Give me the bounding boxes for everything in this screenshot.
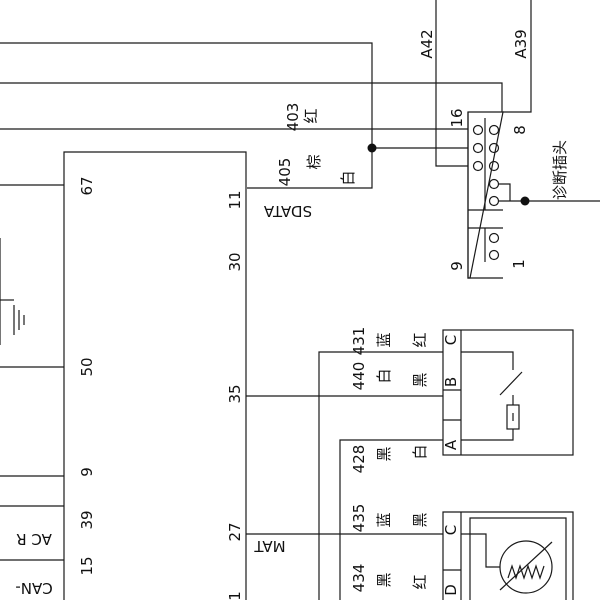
sensor-pin-d: D — [442, 584, 460, 596]
junction-dot — [367, 143, 377, 153]
wire-color-405-b: 白 — [339, 170, 357, 185]
wire-number-440: 440 — [350, 362, 368, 391]
ac-relay-label: AC R — [16, 530, 52, 548]
ecu-box — [63, 151, 247, 600]
wire-color-403: 红 — [302, 108, 320, 123]
diag-connector-pins — [468, 118, 503, 262]
pin-label-15: 15 — [78, 556, 96, 575]
wire-number-435: 435 — [350, 504, 368, 533]
switch-pin-c: C — [442, 335, 460, 345]
wire-color-405-a: 棕 — [305, 154, 323, 169]
sensor-box — [442, 511, 574, 600]
wire-top-to-connector — [0, 82, 503, 112]
pin-label-39: 39 — [78, 510, 96, 529]
diag-pin-8-label: 8 — [511, 125, 529, 135]
wire-color-434-a: 黑 — [375, 572, 393, 587]
thermistor-icon — [461, 533, 553, 594]
sensor-inner-box — [469, 517, 567, 600]
pin-label-67: 67 — [78, 176, 96, 195]
wire-color-440-a: 白 — [375, 368, 393, 383]
wire-color-434-b: 红 — [411, 574, 429, 589]
pin-label-30: 30 — [226, 252, 244, 271]
wire-number-428: 428 — [350, 445, 368, 474]
switch-pin-a: A — [442, 439, 460, 450]
diag-pin-1-label: 1 — [510, 259, 528, 269]
wire-431 — [318, 351, 443, 600]
wire-number-431: 431 — [350, 327, 368, 356]
pin-label-1: 1 — [226, 591, 244, 600]
diag-pin-16-label: 16 — [448, 108, 466, 127]
wire-color-428-b: 白 — [411, 444, 429, 459]
wire-number-403: 403 — [284, 103, 302, 132]
junction-dot — [520, 196, 530, 206]
wire-number-405: 405 — [276, 158, 294, 187]
pin-label-11: 11 — [226, 190, 244, 209]
wire-diag-jumper — [499, 183, 511, 201]
wire-405 — [0, 42, 373, 189]
diag-connector-body — [467, 112, 503, 279]
pin-label-27: 27 — [226, 522, 244, 541]
diag-pin-9-label: 9 — [448, 261, 466, 271]
ground-icon — [0, 238, 25, 345]
wire-color-435-b: 黑 — [411, 512, 429, 527]
wire-428 — [339, 439, 443, 600]
wire-label-a42: A42 — [418, 29, 436, 58]
wire-color-435-a: 蓝 — [375, 512, 393, 527]
switch-pin-b: B — [442, 377, 460, 387]
pin-label-9: 9 — [78, 467, 96, 477]
wire-a39 — [503, 0, 532, 113]
pin-label-35: 35 — [226, 384, 244, 403]
switch-box — [442, 329, 574, 456]
wire-color-428-a: 黑 — [375, 446, 393, 461]
sdata-label: SDATA — [263, 202, 312, 220]
wire-a42 — [435, 0, 468, 167]
wire-color-431-b: 红 — [411, 332, 429, 347]
wire-color-440-b: 黑 — [411, 372, 429, 387]
mat-label: MAT — [254, 537, 286, 555]
sensor-pin-c: C — [442, 525, 460, 535]
pin-label-50: 50 — [78, 357, 96, 376]
wire-color-431-a: 蓝 — [375, 332, 393, 347]
wire-number-434: 434 — [350, 564, 368, 593]
wire-label-a39: A39 — [512, 29, 530, 58]
pressure-switch-icon — [461, 351, 523, 441]
diag-connector-label: 诊断插头 — [551, 140, 569, 200]
can-label: CAN- — [15, 579, 52, 597]
